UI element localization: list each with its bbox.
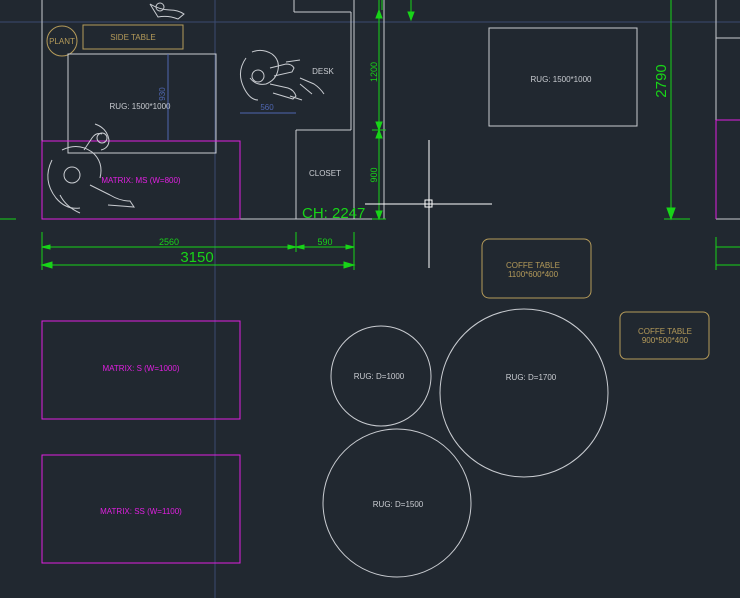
coffee-table-large-title: COFFE TABLE	[506, 261, 560, 270]
rug-d1500-label: RUG: D=1500	[373, 500, 424, 509]
closet-label: CLOSET	[309, 169, 341, 178]
person-group-left	[47, 123, 135, 214]
matrix-s-label: MATRIX: S (W=1000)	[103, 364, 180, 373]
coffee-table-large-size: 1100*600*400	[508, 270, 559, 279]
dim-3150-label: 3150	[180, 249, 213, 266]
dimension-lines	[0, 0, 740, 270]
coffee-table-small-size: 900*500*400	[642, 336, 689, 345]
desk-dim-label: 560	[260, 103, 274, 112]
coffee-table-small[interactable]	[619, 311, 710, 360]
ceiling-height-label: CH: 2247	[302, 205, 365, 222]
rug-d1000-label: RUG: D=1000	[354, 372, 405, 381]
rug-right[interactable]	[488, 27, 638, 127]
crosshair-cursor	[365, 140, 492, 268]
matrix-ss-label: MATRIX: SS (W=1100)	[100, 507, 182, 516]
rug-d1700-label: RUG: D=1700	[506, 373, 557, 382]
side-table-label: SIDE TABLE	[110, 33, 156, 42]
coffee-table-small-title: COFFE TABLE	[638, 327, 692, 336]
rug-left-dim-vertical: 930	[158, 87, 167, 101]
rug-round-d1500[interactable]	[322, 428, 472, 578]
matrix-ms[interactable]	[41, 140, 241, 220]
dim-590-label: 590	[317, 237, 332, 247]
rug-round-d1000[interactable]	[330, 325, 432, 427]
dim-2560-label: 2560	[159, 237, 179, 247]
rug-right-label: RUG: 1500*1000	[531, 75, 592, 84]
side-table[interactable]	[82, 24, 184, 50]
plant-circle[interactable]	[46, 25, 78, 57]
dim-900-label: 900	[369, 167, 379, 182]
matrix-ss[interactable]	[41, 454, 241, 564]
plant-label: PLANT	[49, 37, 75, 46]
person-at-desk	[240, 49, 325, 101]
matrix-ms-label: MATRIX: MS (W=800)	[101, 176, 181, 185]
dim-2790-label: 2790	[653, 64, 670, 97]
rug-round-d1700[interactable]	[439, 308, 609, 478]
rug-left[interactable]	[67, 53, 217, 154]
matrix-s[interactable]	[41, 320, 241, 420]
dim-1200-label: 1200	[369, 62, 379, 82]
rug-left-label: RUG: 1500*1000	[110, 102, 171, 111]
desk-label: DESK	[312, 67, 334, 76]
person-chair-top	[149, 2, 185, 20]
coffee-table-large[interactable]	[481, 238, 592, 299]
